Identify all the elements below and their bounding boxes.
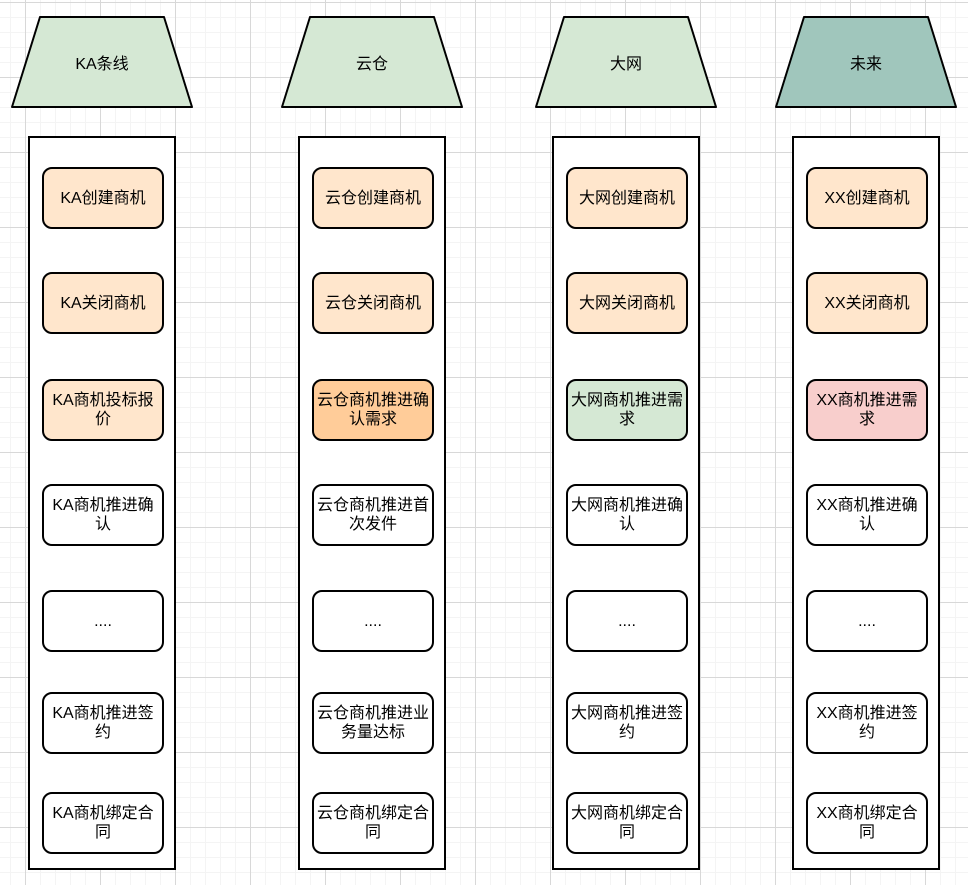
stage-box[interactable]: .... bbox=[42, 590, 164, 652]
stage-box[interactable]: 大网商机绑定合同 bbox=[566, 792, 688, 854]
stage-box[interactable]: 云仓商机绑定合同 bbox=[312, 792, 434, 854]
stage-box[interactable]: .... bbox=[566, 590, 688, 652]
lane-header-trapezoid-icon[interactable] bbox=[534, 15, 718, 109]
stage-box-label: .... bbox=[94, 612, 112, 630]
stage-box[interactable]: 大网商机推进确认 bbox=[566, 484, 688, 546]
stage-box-label: XX商机绑定合同 bbox=[816, 805, 918, 841]
stage-box-label: KA创建商机 bbox=[60, 189, 146, 207]
stage-box[interactable]: XX商机绑定合同 bbox=[806, 792, 928, 854]
stage-container: 大网创建商机大网关闭商机大网商机推进需求大网商机推进确认.... 大网商机推进签约… bbox=[552, 136, 700, 870]
stage-box-label: KA商机投标报价 bbox=[52, 392, 154, 428]
stage-box-label: XX关闭商机 bbox=[824, 294, 910, 312]
stage-container: XX创建商机 XX关闭商机 XX商机推进需求 XX商机推进确认.... XX商机推进签约… bbox=[792, 136, 940, 870]
stage-box-label: .... bbox=[618, 612, 636, 630]
stage-box-label: 云仓商机推进首次发件 bbox=[317, 497, 430, 533]
stage-box-label: KA商机绑定合同 bbox=[52, 805, 154, 841]
stage-box[interactable]: XX创建商机 bbox=[806, 167, 928, 229]
stage-container: KA创建商机 KA关闭商机 KA商机投标报价 KA商机推进确认.... KA商机推进签约… bbox=[28, 136, 176, 870]
stage-box-label: XX商机推进签约 bbox=[816, 705, 918, 741]
stage-box[interactable]: KA商机绑定合同 bbox=[42, 792, 164, 854]
stage-box-label: KA商机推进签约 bbox=[52, 705, 154, 741]
lane-header-trapezoid-icon[interactable] bbox=[280, 15, 464, 109]
lane-header-trapezoid-icon[interactable] bbox=[10, 15, 194, 109]
stage-box[interactable]: 云仓商机推进首次发件 bbox=[312, 484, 434, 546]
stage-box[interactable]: 云仓创建商机 bbox=[312, 167, 434, 229]
stage-box[interactable]: XX商机推进需求 bbox=[806, 379, 928, 441]
stage-box[interactable]: 云仓关闭商机 bbox=[312, 272, 434, 334]
lane-dawang: 大网 大网创建商机大网关闭商机大网商机推进需求大网商机推进确认....大网商机推… bbox=[534, 0, 718, 885]
stage-box[interactable]: KA关闭商机 bbox=[42, 272, 164, 334]
stage-box[interactable]: XX关闭商机 bbox=[806, 272, 928, 334]
stage-box[interactable]: 大网创建商机 bbox=[566, 167, 688, 229]
stage-box[interactable]: 云仓商机推进业务量达标 bbox=[312, 692, 434, 754]
stage-box[interactable]: 大网商机推进需求 bbox=[566, 379, 688, 441]
stage-container: 云仓创建商机云仓关闭商机云仓商机推进确认需求云仓商机推进首次发件.... 云仓商机… bbox=[298, 136, 446, 870]
stage-box-label: 大网商机推进签约 bbox=[571, 705, 684, 741]
stage-box-label: 云仓商机推进业务量达标 bbox=[317, 705, 430, 741]
stage-box[interactable]: 大网关闭商机 bbox=[566, 272, 688, 334]
lane-yuncang: 云仓 云仓创建商机云仓关闭商机云仓商机推进确认需求云仓商机推进首次发件....云… bbox=[280, 0, 464, 885]
stage-box-label: XX创建商机 bbox=[824, 189, 910, 207]
stage-box[interactable]: XX商机推进确认 bbox=[806, 484, 928, 546]
stage-box[interactable]: KA创建商机 bbox=[42, 167, 164, 229]
lane-header-trapezoid-icon[interactable] bbox=[774, 15, 958, 109]
stage-box[interactable]: KA商机推进确认 bbox=[42, 484, 164, 546]
stage-box-label: 大网商机绑定合同 bbox=[571, 805, 684, 841]
stage-box-label: 大网商机推进需求 bbox=[571, 392, 684, 428]
stage-box-label: .... bbox=[364, 612, 382, 630]
stage-box-label: XX商机推进需求 bbox=[816, 392, 918, 428]
stage-box[interactable]: .... bbox=[806, 590, 928, 652]
stage-box-label: XX商机推进确认 bbox=[816, 497, 918, 533]
stage-box-label: 云仓创建商机 bbox=[324, 189, 421, 207]
stage-box[interactable]: KA商机投标报价 bbox=[42, 379, 164, 441]
stage-box[interactable]: 云仓商机推进确认需求 bbox=[312, 379, 434, 441]
stage-box[interactable]: KA商机推进签约 bbox=[42, 692, 164, 754]
stage-box-label: 云仓商机绑定合同 bbox=[317, 805, 430, 841]
stage-box-label: 云仓商机推进确认需求 bbox=[317, 392, 430, 428]
stage-box-label: .... bbox=[858, 612, 876, 630]
stage-box[interactable]: .... bbox=[312, 590, 434, 652]
stage-box-label: KA关闭商机 bbox=[60, 294, 146, 312]
stage-box-label: 大网创建商机 bbox=[578, 189, 675, 207]
stage-box[interactable]: XX商机推进签约 bbox=[806, 692, 928, 754]
stage-box-label: 大网商机推进确认 bbox=[571, 497, 684, 533]
stage-box[interactable]: 大网商机推进签约 bbox=[566, 692, 688, 754]
stage-box-label: 云仓关闭商机 bbox=[324, 294, 421, 312]
stage-box-label: 大网关闭商机 bbox=[578, 294, 675, 312]
stage-box-label: KA商机推进确认 bbox=[52, 497, 154, 533]
